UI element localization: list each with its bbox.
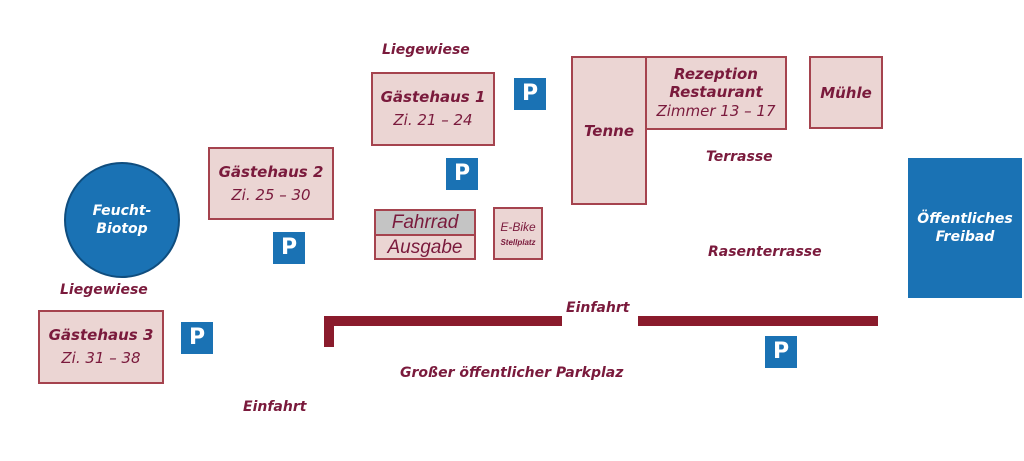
rezeption-name: Rezeption xyxy=(674,65,758,83)
gaestehaus-2: Gästehaus 2 Zi. 25 – 30 xyxy=(208,147,334,220)
parking-letter: P xyxy=(188,325,206,350)
gaestehaus-1-name: Gästehaus 1 xyxy=(380,88,486,106)
parking-letter: P xyxy=(772,339,790,364)
gaestehaus-1-rooms: Zi. 21 – 24 xyxy=(393,111,473,129)
freibad-label-line2: Freibad xyxy=(935,229,995,245)
rezeption-restaurant: Rezeption Restaurant Zimmer 13 – 17 xyxy=(645,56,787,130)
ausgabe-row: Ausgabe xyxy=(376,236,474,260)
liegewiese-left-label: Liegewiese xyxy=(60,282,148,298)
ebike-label: E-Bike xyxy=(500,220,536,234)
fahrrad-header: Fahrrad xyxy=(376,211,474,236)
biotop-label-line2: Biotop xyxy=(96,221,148,237)
einfahrt-bottom-label: Einfahrt xyxy=(243,399,307,415)
road-right-horizontal xyxy=(638,316,878,326)
parkplatz-label: Großer öffentlicher Parkplaz xyxy=(400,365,624,381)
feucht-biotop: Feucht- Biotop xyxy=(64,162,180,278)
tenne-name: Tenne xyxy=(583,121,634,140)
parking-letter: P xyxy=(521,81,539,106)
ebike-stellplatz: E-Bike Stellplatz xyxy=(493,207,543,260)
parking-sign-icon: P xyxy=(181,322,213,354)
gaestehaus-1: Gästehaus 1 Zi. 21 – 24 xyxy=(371,72,495,146)
muehle-name: Mühle xyxy=(820,83,872,102)
tenne: Tenne xyxy=(571,56,647,205)
freibad-label-line1: Öffentliches xyxy=(917,211,1013,227)
gaestehaus-2-rooms: Zi. 25 – 30 xyxy=(231,185,311,204)
fahrrad-ausgabe: Fahrrad Ausgabe xyxy=(374,209,476,260)
parking-sign-icon: P xyxy=(273,232,305,264)
parking-letter: P xyxy=(280,235,298,260)
rezeption-rooms: Zimmer 13 – 17 xyxy=(656,102,776,120)
parking-sign-icon: P xyxy=(765,336,797,368)
parking-sign-icon: P xyxy=(514,78,546,110)
gaestehaus-3-name: Gästehaus 3 xyxy=(48,326,154,344)
ausgabe-label: Ausgabe xyxy=(387,237,463,258)
parking-sign-icon: P xyxy=(446,158,478,190)
gaestehaus-2-name: Gästehaus 2 xyxy=(218,162,324,181)
gaestehaus-3-rooms: Zi. 31 – 38 xyxy=(61,349,141,367)
restaurant-name: Restaurant xyxy=(669,83,763,101)
einfahrt-top-label: Einfahrt xyxy=(566,300,630,316)
gaestehaus-3: Gästehaus 3 Zi. 31 – 38 xyxy=(38,310,164,384)
muehle: Mühle xyxy=(809,56,883,129)
parking-letter: P xyxy=(453,161,471,186)
terrasse-label: Terrasse xyxy=(706,149,773,165)
biotop-label-line1: Feucht- xyxy=(92,203,152,219)
rasenterrasse-label: Rasenterrasse xyxy=(708,244,822,260)
stellplatz-label: Stellplatz xyxy=(500,238,536,247)
road-left-horizontal xyxy=(324,316,562,326)
oeffentliches-freibad: Öffentliches Freibad xyxy=(908,158,1022,298)
road-left-vertical xyxy=(324,316,334,347)
liegewiese-top-label: Liegewiese xyxy=(382,42,470,58)
fahrrad-label: Fahrrad xyxy=(391,211,459,233)
